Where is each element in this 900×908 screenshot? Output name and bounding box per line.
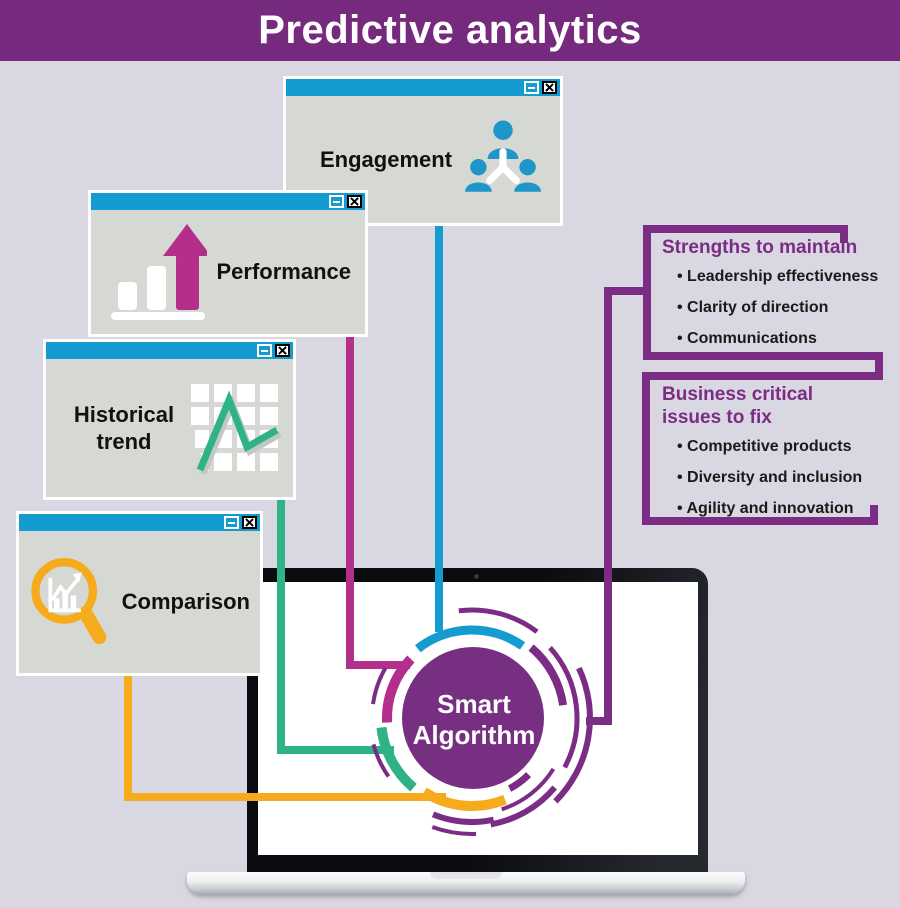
window-label-historical-trend: Historical trend — [73, 402, 175, 454]
bullet-item: Communications — [677, 330, 892, 347]
minimize-icon[interactable] — [257, 344, 272, 357]
panel-bullet-list: Leadership effectiveness Clarity of dire… — [662, 268, 892, 347]
titlebar-historical-trend — [46, 342, 293, 359]
window-label-engagement: Engagement — [320, 146, 453, 172]
close-icon[interactable] — [347, 195, 362, 208]
laptop-base-notch — [430, 872, 502, 879]
panel-heading: Business critical issues to fix — [662, 384, 814, 428]
bullet-item: Diversity and inclusion — [677, 469, 872, 486]
titlebar-comparison — [19, 514, 260, 531]
bullet-item: Agility and innovation — [677, 500, 872, 517]
titlebar-engagement — [286, 79, 560, 96]
laptop-screen — [258, 582, 698, 855]
header-band: Predictive analytics — [0, 0, 900, 61]
window-performance: Performance — [88, 190, 368, 337]
magnifier-chart-icon — [31, 557, 107, 645]
page-title: Predictive analytics — [258, 8, 642, 52]
window-label-comparison: Comparison — [121, 589, 250, 614]
bullet-item: Competitive products — [677, 438, 872, 455]
minimize-icon[interactable] — [329, 195, 344, 208]
minimize-icon[interactable] — [224, 516, 239, 529]
window-comparison: Comparison — [16, 511, 263, 676]
close-icon[interactable] — [542, 81, 557, 94]
laptop-base — [187, 872, 745, 894]
people-network-icon — [465, 120, 541, 192]
window-label-performance: Performance — [216, 259, 351, 284]
laptop-camera-dot — [474, 574, 479, 579]
bullet-item: Clarity of direction — [677, 299, 892, 316]
growth-bars-arrow-icon — [111, 224, 207, 320]
minimize-icon[interactable] — [524, 81, 539, 94]
titlebar-performance — [91, 193, 365, 210]
window-historical-trend: Historical trend — [43, 339, 296, 500]
close-icon[interactable] — [242, 516, 257, 529]
close-icon[interactable] — [275, 344, 290, 357]
panel-heading: Strengths to maintain — [662, 237, 858, 258]
window-engagement: Engagement — [283, 76, 563, 226]
trend-line-grid-icon — [191, 384, 281, 474]
panel-business-critical-issues: Business critical issues to fix Competit… — [662, 383, 872, 531]
panel-strengths-to-maintain: Strengths to maintain Leadership effecti… — [662, 236, 892, 361]
bullet-item: Leadership effectiveness — [677, 268, 892, 285]
panel-bullet-list: Competitive products Diversity and inclu… — [662, 438, 872, 517]
